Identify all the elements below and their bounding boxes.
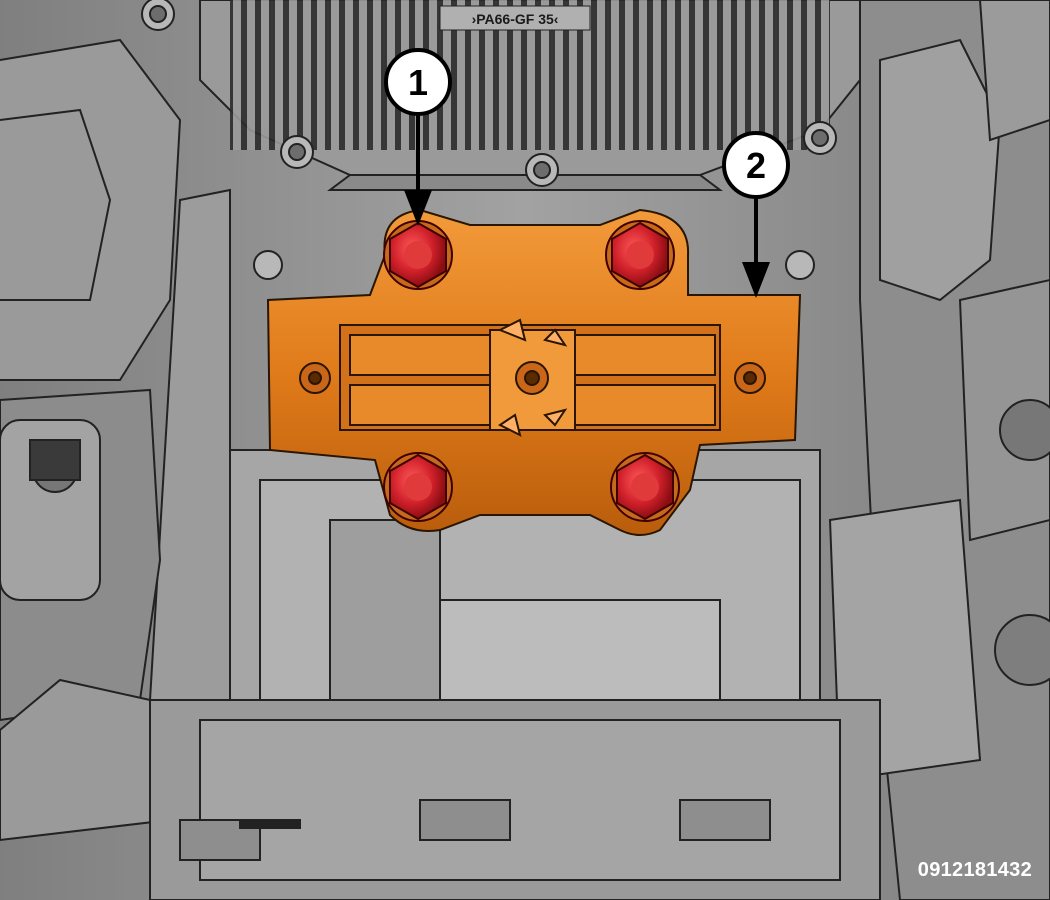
- figure-id: 0912181432: [917, 859, 1032, 881]
- left-engine-structure: [0, 38, 231, 842]
- oil-pan-bolts: [141, 0, 837, 280]
- mount-bolt: [605, 220, 675, 290]
- transmission-mount: [266, 208, 802, 536]
- callout-2-label: 2: [746, 145, 766, 186]
- callout-2: 2: [722, 131, 790, 298]
- transmission-lower-body: [149, 449, 881, 900]
- casting-marking: ›PA66-GF 35‹: [472, 11, 559, 27]
- mount-bolt: [383, 220, 453, 290]
- oil-pan: ›PA66-GF 35‹: [199, 0, 861, 191]
- right-engine-structure: [828, 0, 1050, 900]
- mount-bolt: [610, 452, 680, 522]
- mount-bolt: [383, 452, 453, 522]
- callout-1: 1: [384, 48, 452, 226]
- mount-bolts: [383, 220, 680, 522]
- callout-1-label: 1: [408, 62, 428, 103]
